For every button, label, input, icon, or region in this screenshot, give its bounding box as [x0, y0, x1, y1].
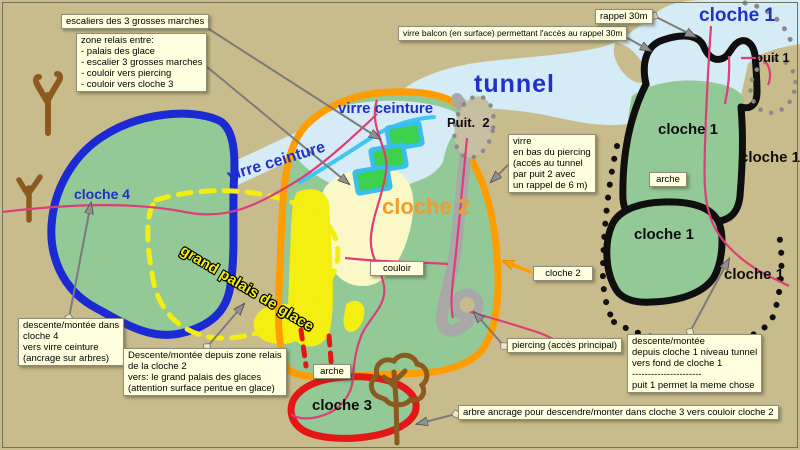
- route-cloche2-cloche3: [290, 99, 388, 420]
- puit-2-marker: [452, 94, 496, 160]
- callout-line: (accés au tunnel: [513, 158, 583, 169]
- callout-piercing: piercing (accès principal): [507, 338, 623, 353]
- callout-line: vers fond de cloche 1: [632, 358, 723, 369]
- red-dash-1: [298, 327, 309, 369]
- tree-icon: [32, 71, 64, 136]
- callout-line: - palais des glace: [81, 46, 155, 57]
- cloche-1-blue-label: cloche 1: [699, 5, 776, 26]
- annotation-arrows: [69, 16, 729, 424]
- anchor-trees: [16, 71, 430, 446]
- callout-line: - escalier 3 grosses marches: [81, 57, 203, 68]
- callout-line: depuis cloche 1 niveau tunnel: [632, 347, 758, 358]
- callout-line: ----------------------: [632, 369, 702, 380]
- callout-line: cloche 4: [23, 331, 59, 342]
- palais-de-glace-boundary: [145, 188, 341, 341]
- tan-pocket: [613, 42, 648, 84]
- route-cloche1: [703, 25, 790, 287]
- callout-line: descente/montée: [632, 336, 705, 347]
- tree-icon: [16, 174, 43, 223]
- callout-line: - couloir vers cloche 3: [81, 79, 174, 90]
- route-puit1: [741, 56, 772, 86]
- callout-line: un rappel de 6 m): [513, 180, 588, 191]
- arrow-piercing: [474, 312, 504, 346]
- callout-line: vers virre ceinture: [23, 342, 99, 353]
- callout-descente-relais: Descente/montée depuis zone relais de la…: [123, 348, 287, 396]
- stair-step: [384, 120, 425, 152]
- cloche-1-top-label: cloche 1: [658, 121, 719, 138]
- callout-descente-cloche4: descente/montée dans cloche 4 vers virre…: [18, 318, 125, 366]
- callout-line: par puit 2 avec: [513, 169, 576, 180]
- stair-step: [368, 142, 409, 174]
- ice-band: [287, 189, 333, 347]
- callout-line: zone relais entre:: [81, 35, 154, 46]
- callout-line: - couloir vers piercing: [81, 68, 172, 79]
- arrow-arbre: [417, 414, 456, 424]
- grey-dotted-corner: [742, 0, 795, 47]
- red-dashed-passages: [298, 327, 335, 375]
- tunnel-label: tunnel: [474, 70, 555, 98]
- arrow-cloche2-orange: [503, 259, 532, 274]
- callout-line: descente/montée dans: [23, 320, 120, 331]
- callout-line: puit 1 permet la meme chose: [632, 380, 755, 391]
- cloche-3-label: cloche 3: [312, 397, 373, 414]
- callout-couloir: couloir: [370, 261, 424, 276]
- arrow-rappel30: [654, 16, 696, 37]
- callout-virre-piercing: virre en bas du piercing (accés au tunne…: [508, 134, 596, 193]
- anchor-tree-icon: [368, 352, 430, 446]
- cloche-4-label: cloche 4: [74, 186, 131, 202]
- cloche-1-mid-label: cloche 1: [634, 226, 695, 243]
- zone-relais-area: [319, 167, 414, 287]
- callout-rappel-30m: rappel 30m: [595, 9, 653, 24]
- route-virre-piercing: [450, 137, 469, 319]
- arrow-descente-cloche4: [69, 203, 91, 318]
- callout-line: (ancrage sur arbres): [23, 353, 110, 364]
- puit-1-label: puit 1: [755, 50, 790, 65]
- callout-arche-bottom: arche: [313, 364, 351, 379]
- callout-descente-cloche1: descente/montée depuis cloche 1 niveau t…: [627, 334, 763, 393]
- callout-escaliers: escaliers des 3 grosses marches: [61, 14, 210, 29]
- virre-ceinture-top-label: virre ceinture: [338, 100, 434, 117]
- callout-line: vers: le grand palais des glaces: [128, 372, 262, 383]
- cloche-3-region: [287, 373, 420, 442]
- cloche-4-region: [47, 109, 239, 339]
- stairs-3-grosses-marches: [352, 120, 425, 196]
- callout-virre-balcon: virre balcon (en surface) permettant l'a…: [398, 26, 628, 41]
- route-cloche1-inner: [723, 55, 731, 105]
- cloche-1-right-label: cloche 1: [740, 149, 800, 166]
- cloche-2-label: cloche 2: [382, 194, 471, 219]
- callout-zone-relais: zone relais entre: - palais des glace - …: [76, 33, 208, 92]
- callout-line: de la cloche 2: [128, 361, 187, 372]
- stair-step: [352, 164, 393, 196]
- black-dotted-left: [599, 143, 620, 325]
- callout-line: (attention surface pentue en glace): [128, 383, 275, 394]
- callout-arche-right: arche: [649, 172, 687, 187]
- cloche-1-bottom-green: [603, 198, 726, 306]
- cloche-1-bottom-right-label: cloche 1: [724, 266, 785, 283]
- arrow-zone-relais: [201, 62, 349, 184]
- callout-cloche-2: cloche 2: [533, 266, 593, 281]
- ice-spot: [343, 300, 365, 333]
- callout-arbre-ancrage: arbre ancrage pour descendre/monter dans…: [458, 405, 779, 420]
- callout-line: en bas du piercing: [513, 147, 591, 158]
- callout-line: Descente/montée depuis zone relais: [128, 350, 282, 361]
- puit-1-marker: [748, 57, 798, 115]
- callout-line: virre: [513, 136, 532, 147]
- arrow-descente-relais: [207, 304, 244, 347]
- arrow-descente-cloche1: [690, 259, 729, 332]
- puit-2-label: Puit. 2: [447, 115, 490, 130]
- red-dash-2: [326, 333, 335, 375]
